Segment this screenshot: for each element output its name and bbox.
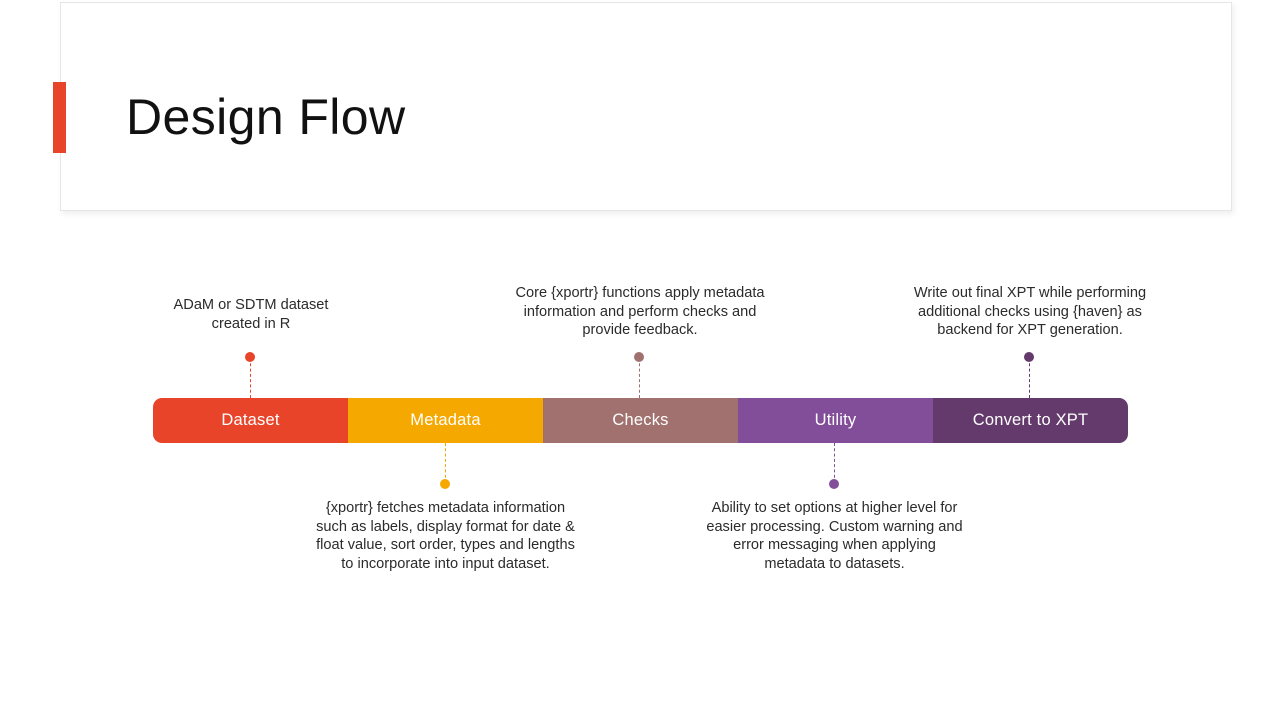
callout-line: float value, sort order, types and lengt… bbox=[316, 537, 575, 554]
page-title: Design Flow bbox=[126, 89, 406, 145]
callout-metadata: {xportr} fetches metadata information suc… bbox=[293, 499, 598, 573]
connector-stem-utility bbox=[834, 443, 835, 483]
flow-band: Dataset Metadata Checks Utility Convert … bbox=[153, 398, 1128, 443]
connector-dot-utility bbox=[829, 479, 839, 489]
connector-stem-metadata bbox=[445, 443, 446, 483]
callout-line: Core {xportr} functions apply metadata bbox=[515, 285, 765, 301]
flow-segment-dataset[interactable]: Dataset bbox=[153, 398, 348, 443]
callout-line: such as labels, display format for date … bbox=[316, 518, 575, 535]
flow-segment-checks[interactable]: Checks bbox=[543, 398, 738, 443]
connector-checks bbox=[634, 352, 646, 398]
callout-line: Write out final XPT while performing bbox=[913, 285, 1147, 301]
callout-checks: Core {xportr} functions apply metadata in… bbox=[480, 284, 800, 340]
callout-line: ADaM or SDTM dataset bbox=[173, 297, 329, 313]
callout-dataset: ADaM or SDTM dataset created in R bbox=[101, 296, 401, 333]
callout-line: backend for XPT generation. bbox=[937, 322, 1123, 339]
connector-dot-checks bbox=[634, 352, 644, 362]
callout-line: metadata to datasets. bbox=[764, 555, 905, 572]
callout-convert: Write out final XPT while performing addi… bbox=[875, 284, 1185, 340]
flow-segment-utility[interactable]: Utility bbox=[738, 398, 933, 443]
callout-line: created in R bbox=[211, 315, 291, 332]
flow-segment-convert[interactable]: Convert to XPT bbox=[933, 398, 1128, 443]
connector-metadata bbox=[440, 443, 452, 489]
callout-line: to incorporate into input dataset. bbox=[341, 555, 550, 572]
flow-segment-metadata[interactable]: Metadata bbox=[348, 398, 543, 443]
connector-dataset bbox=[245, 352, 257, 398]
callout-line: information and perform checks and bbox=[523, 303, 757, 320]
callout-line: additional checks using {haven} as bbox=[918, 303, 1142, 320]
callout-line: {xportr} fetches metadata information bbox=[325, 500, 566, 516]
callout-line: easier processing. Custom warning and bbox=[706, 518, 963, 535]
callout-line: error messaging when applying bbox=[733, 537, 936, 554]
title-frame bbox=[60, 2, 1232, 211]
title-accent-bar bbox=[53, 82, 66, 153]
connector-utility bbox=[829, 443, 841, 489]
connector-stem-convert bbox=[1029, 358, 1030, 398]
callout-line: provide feedback. bbox=[582, 322, 698, 339]
connector-convert bbox=[1024, 352, 1036, 398]
connector-dot-metadata bbox=[440, 479, 450, 489]
callout-utility: Ability to set options at higher level f… bbox=[682, 499, 987, 573]
connector-stem-dataset bbox=[250, 358, 251, 398]
connector-dot-dataset bbox=[245, 352, 255, 362]
connector-dot-convert bbox=[1024, 352, 1034, 362]
callout-line: Ability to set options at higher level f… bbox=[711, 500, 958, 516]
connector-stem-checks bbox=[639, 358, 640, 398]
